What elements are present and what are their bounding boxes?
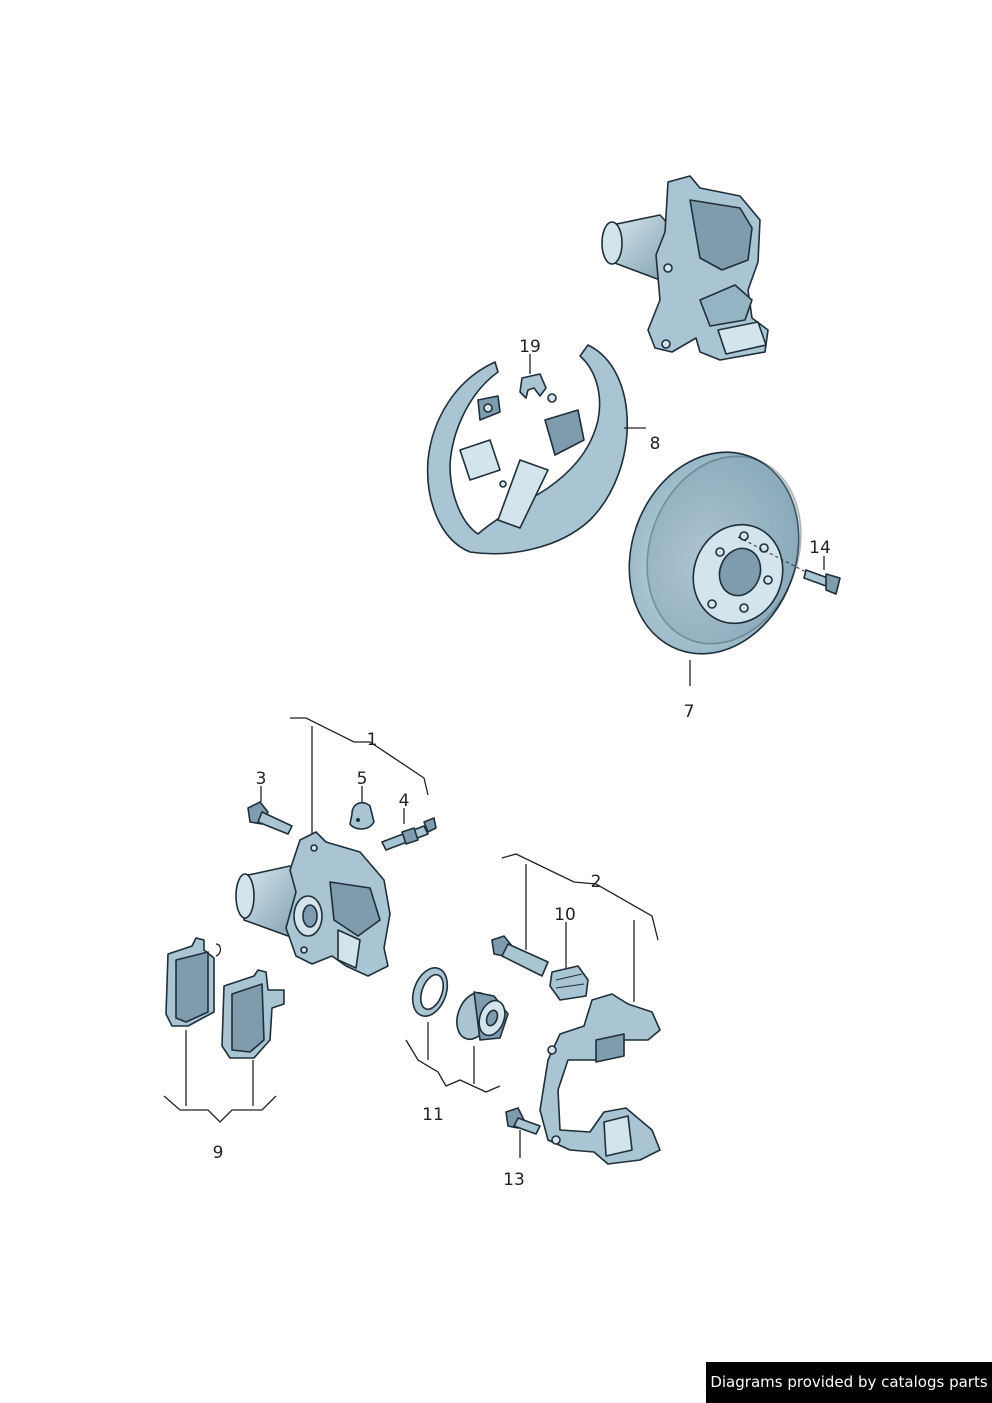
callout-14: 14 (809, 538, 831, 558)
part-1-brake-caliper: 1 (235, 717, 429, 977)
part-13-bolt: 13 (503, 1107, 541, 1190)
caliper-assembly-top (601, 175, 769, 361)
callout-13: 13 (503, 1170, 525, 1190)
part-2-caliper-carrier: 2 (501, 853, 661, 1165)
callout-9: 9 (213, 1143, 224, 1163)
part-19-clip: 19 (519, 337, 547, 399)
callout-4: 4 (399, 791, 410, 811)
callout-5: 5 (357, 769, 368, 789)
callout-3: 3 (256, 769, 267, 789)
callout-19: 19 (519, 337, 541, 357)
part-3-bolt: 3 (247, 769, 293, 835)
part-11-wheel-bearing-set: 11 (405, 967, 509, 1125)
callout-11: 11 (422, 1105, 444, 1125)
callout-8: 8 (650, 434, 661, 454)
part-4-bleed-screw: 4 (381, 791, 437, 851)
part-7-brake-disc: 7 (628, 451, 802, 722)
credit-banner: Diagrams provided by catalogs parts (706, 1362, 992, 1403)
part-8-splash-shield: 8 (426, 344, 661, 555)
callout-2: 2 (591, 872, 602, 892)
callout-1: 1 (367, 730, 378, 750)
callout-10: 10 (554, 905, 576, 925)
part-10-guide-pin: 10 (491, 905, 589, 1001)
part-14-disc-screw: 14 (737, 536, 841, 595)
part-5-dust-cap: 5 (349, 769, 375, 830)
callout-7: 7 (684, 702, 695, 722)
part-9-brake-pads: 9 (163, 937, 285, 1163)
